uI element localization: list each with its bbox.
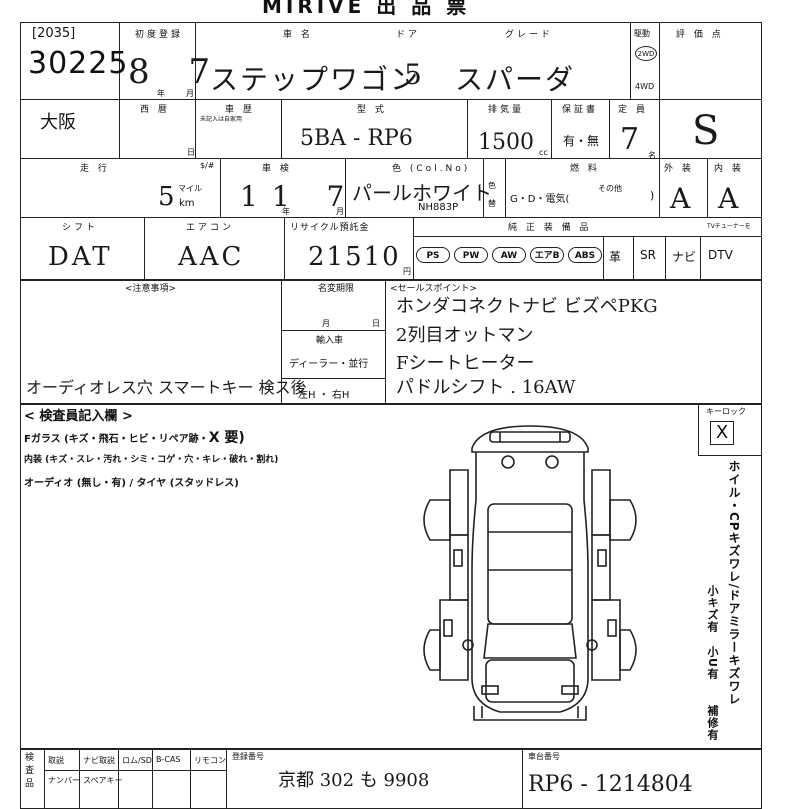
- drive-4wd: 4WD: [635, 82, 655, 91]
- plate-label: 登録番号: [232, 752, 264, 761]
- doors-value: 5: [404, 58, 422, 91]
- sales-line-1: ホンダコネクトナビ ビズペPKG: [396, 296, 658, 317]
- model-value: 5BA - RP6: [300, 126, 413, 151]
- footer-header2-1: スペアキー: [83, 776, 123, 785]
- notes-label: <注意事項>: [125, 284, 177, 294]
- import-label: 輸入車: [316, 336, 344, 346]
- shift-value: DAT: [48, 242, 113, 272]
- equipment-label: 純 正 装 備 品: [508, 223, 592, 233]
- capacity-value: 7: [620, 122, 640, 157]
- drive-label: 駆動: [634, 29, 650, 38]
- footer-header-2: ロム/SD: [122, 756, 152, 765]
- equipment-pill-1: PW: [454, 247, 488, 263]
- footer-col1: 検 査 品: [25, 753, 35, 789]
- equipment-pill-0: PS: [416, 247, 450, 263]
- interior-value: A: [718, 182, 739, 215]
- color-label: 色 (Col.No): [392, 164, 471, 174]
- capacity-label: 定 員: [618, 105, 648, 115]
- footer-header-3: B-CAS: [156, 755, 181, 764]
- equipment-item-2: ナビ: [672, 250, 697, 264]
- footer-header2-0: ナンバー: [48, 776, 80, 785]
- aircon-value: AAC: [178, 242, 245, 272]
- sales-line-2: 2列目オットマン: [396, 325, 534, 346]
- equipment-pill-4: ABS: [568, 247, 602, 263]
- equipment-item-1: SR: [640, 248, 656, 262]
- shaken-label: 車 検: [262, 164, 292, 174]
- side-note-2: 小U有: [706, 646, 719, 680]
- displacement-value: 1500: [478, 130, 534, 155]
- color-code: NH883P: [418, 202, 459, 213]
- score-label: 評 価 点: [676, 30, 724, 40]
- import-dealer: ディーラー・並行: [289, 359, 369, 370]
- shaken-value: 11 7: [240, 180, 359, 213]
- sales-line-4: パドルシフト . 16AW: [396, 377, 576, 398]
- notes-frame: [20, 280, 762, 404]
- exterior-value: A: [670, 182, 691, 215]
- recycle-value: 21510: [308, 242, 401, 272]
- drive-2wd: 2WD: [635, 46, 657, 61]
- displacement-label: 排気量: [488, 105, 525, 115]
- inspector-line-3: オーディオ (無し・有) / タイヤ (スタッドレス): [24, 478, 239, 489]
- warranty-options: 有・無: [563, 134, 600, 148]
- sales-points-label: <セールスポイント>: [390, 284, 478, 294]
- tv-label: TVチューナーを: [707, 223, 751, 230]
- inspector-line-2: 内装 (キズ・スレ・汚れ・シミ・コゲ・穴・キレ・破れ・割れ): [24, 455, 279, 465]
- notes-value: オーディオレス穴 スマートキー 検ス後: [26, 378, 307, 397]
- aircon-label: エアコン: [186, 223, 235, 233]
- fuel-options: G・D・電気(: [510, 194, 570, 205]
- key-lock-label: キーロック: [706, 407, 746, 416]
- lot-number: 30225: [28, 46, 129, 81]
- inspector-line-1: Fガラス (キズ・飛石・ヒビ・リペア跡・X 要): [24, 430, 245, 446]
- model-label: 型 式: [357, 105, 387, 115]
- footer-header-1: ナビ取説: [83, 756, 115, 765]
- car-diagram: [423, 425, 637, 721]
- form-title: MIRIVE 出 品 票: [262, 0, 471, 18]
- equipment-pill-2: AW: [492, 247, 526, 263]
- equipment-item-0: 革: [609, 250, 622, 264]
- history-note: 未記入は自家用: [200, 116, 243, 123]
- side-note-1: 小キズ有: [706, 585, 719, 633]
- region-label: 西 暦: [140, 105, 170, 115]
- footer-header-4: リモコン: [194, 756, 226, 765]
- chassis-label: 車台番号: [528, 752, 560, 761]
- exterior-label: 外 装: [664, 164, 694, 174]
- form-top-frame: [20, 22, 762, 280]
- history-label: 車 歴: [225, 105, 255, 115]
- fuel-label: 燃 料: [570, 164, 600, 174]
- score-value: S: [692, 108, 720, 154]
- car-name-value: ステップワゴン: [210, 63, 421, 96]
- footer-header-0: 取説: [48, 756, 64, 765]
- registration-label: 初度登録: [135, 30, 184, 40]
- mileage-sub: $/#: [200, 161, 215, 170]
- import-handle: 左H ・ 右H: [298, 390, 350, 401]
- inspector-label: < 検査員記入欄 >: [24, 409, 133, 424]
- nameplate-label: 名変期限: [318, 284, 355, 294]
- equipment-item-3: DTV: [708, 248, 733, 262]
- mileage-value: 5: [158, 182, 175, 212]
- side-note-3: 補修有: [706, 705, 719, 741]
- lot-code: [2035]: [32, 26, 76, 41]
- warranty-label: 保証書: [562, 105, 599, 115]
- color-value: パールホワイト: [352, 181, 492, 205]
- interior-label: 内 装: [714, 164, 744, 174]
- mileage-label: 走 行: [80, 164, 110, 174]
- key-lock-mark: X: [710, 421, 734, 445]
- side-note-main: ホイル・CPキズワレ/ドアミラーキズワレ: [727, 460, 741, 706]
- key-lock-box: [698, 404, 762, 456]
- inspector-frame: [20, 404, 762, 749]
- plate-value: 京都 302 も 9908: [278, 770, 430, 791]
- grade-value: スパーダ: [455, 63, 576, 96]
- shift-label: シフト: [62, 223, 99, 233]
- sales-line-3: Fシートヒーター: [396, 353, 535, 374]
- grade-label: グレード: [505, 30, 554, 40]
- registration-value: 8 7: [128, 52, 225, 92]
- recycle-label: リサイクル預託金: [290, 223, 370, 233]
- chassis-value: RP6 - 1214804: [528, 772, 693, 797]
- equipment-pill-3: エアB: [530, 247, 564, 263]
- doors-label: ドア: [396, 30, 421, 40]
- region-value: 大阪: [40, 112, 76, 133]
- car-name-label: 車 名: [283, 30, 313, 40]
